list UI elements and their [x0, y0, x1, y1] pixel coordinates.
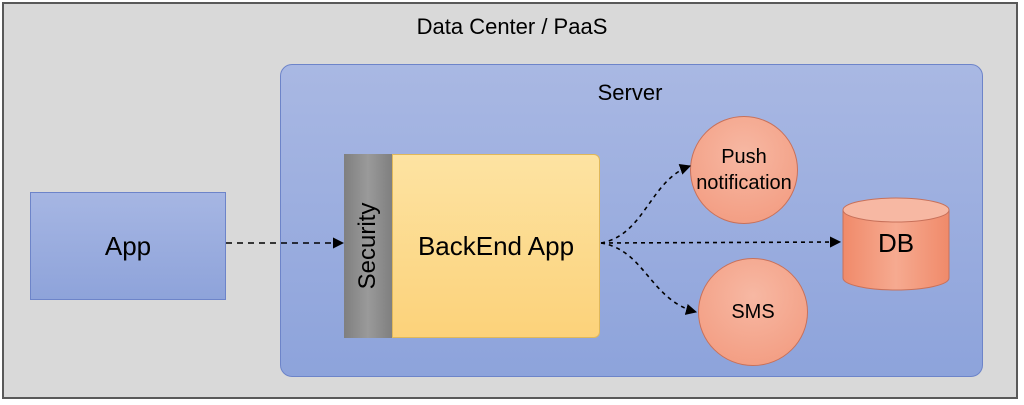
arrow-backend-to-db	[600, 236, 842, 248]
security-layer: Security	[344, 154, 392, 338]
app-node: App	[30, 192, 226, 300]
push-notification-node: Push notification	[690, 116, 798, 224]
db-label: DB	[877, 228, 915, 258]
sms-node: SMS	[698, 258, 808, 366]
server-label: Server	[597, 80, 663, 105]
arrow-backend-to-sms	[600, 242, 698, 315]
db-cylinder-icon	[842, 197, 950, 291]
arrow-backend-to-push	[600, 164, 692, 244]
sms-label: SMS	[731, 300, 775, 323]
push-notification-label: Push notification	[696, 146, 792, 194]
backend-app-node: BackEnd App	[392, 154, 600, 338]
data-center-label: Data Center / PaaS	[416, 14, 608, 39]
